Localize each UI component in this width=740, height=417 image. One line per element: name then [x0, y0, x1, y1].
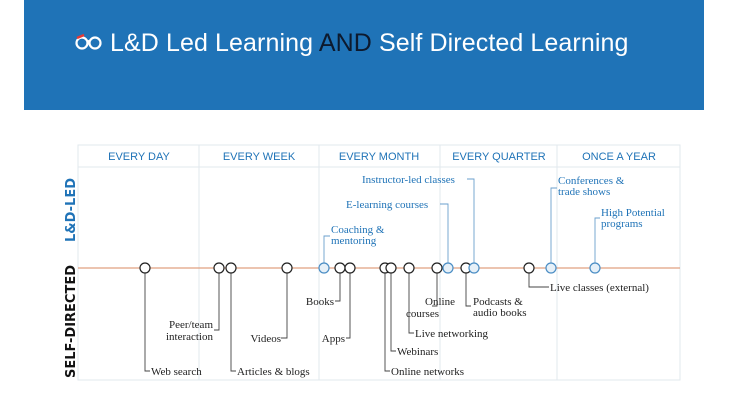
- node-videos: [281, 262, 293, 274]
- label-high-potential-1: High Potential: [601, 207, 665, 219]
- label-e-learning: E-learning courses: [346, 199, 428, 211]
- label-podcasts-2: audio books: [473, 307, 526, 319]
- node-conferences: [545, 262, 557, 274]
- label-live-classes: Live classes (external): [550, 282, 649, 294]
- row-label-ld-led: L&D-LED: [64, 178, 79, 242]
- label-coaching-2: mentoring: [331, 235, 377, 247]
- node-online-courses: [431, 262, 443, 274]
- node-high-potential: [589, 262, 601, 274]
- row-label-self-directed: SELF-DIRECTED: [64, 265, 79, 378]
- label-online-networks: Online networks: [391, 366, 464, 378]
- node-live-networking: [403, 262, 415, 274]
- node-peer-team: [213, 262, 225, 274]
- label-online-courses-2: courses: [406, 308, 439, 320]
- label-peer-team-1: Peer/team: [169, 319, 213, 331]
- header-every-week: EVERY WEEK: [223, 151, 296, 163]
- label-podcasts-1: Podcasts &: [473, 296, 523, 308]
- node-live-classes: [523, 262, 535, 274]
- label-peer-team-2: interaction: [166, 331, 214, 343]
- page-title: L&D Led Learning AND Self Directed Learn…: [110, 29, 629, 57]
- label-online-courses-1: Online: [425, 296, 455, 308]
- node-coaching: [318, 262, 330, 274]
- header-every-day: EVERY DAY: [108, 151, 170, 163]
- label-instructor-led: Instructor-led classes: [362, 174, 455, 186]
- timeline-nodes: [139, 262, 601, 274]
- node-apps: [344, 262, 356, 274]
- header-every-quarter: EVERY QUARTER: [452, 151, 546, 163]
- node-instructor-led: [468, 262, 480, 274]
- header-banner: [24, 0, 704, 110]
- grid: [77, 144, 681, 381]
- label-web-search: Web search: [151, 366, 202, 378]
- glasses-icon: [75, 33, 102, 50]
- label-webinars: Webinars: [397, 346, 438, 358]
- label-coaching-1: Coaching &: [331, 224, 385, 236]
- label-articles-blogs: Articles & blogs: [237, 366, 310, 378]
- label-apps: Apps: [322, 333, 345, 345]
- header-every-month: EVERY MONTH: [339, 151, 419, 163]
- node-web-search: [139, 262, 151, 274]
- label-conferences-2: trade shows: [558, 186, 610, 198]
- node-books: [334, 262, 346, 274]
- label-conferences-1: Conferences &: [558, 175, 625, 187]
- label-high-potential-2: programs: [601, 218, 643, 230]
- node-articles: [225, 262, 237, 274]
- node-webinars: [385, 262, 397, 274]
- label-live-networking: Live networking: [415, 328, 489, 340]
- label-books: Books: [306, 296, 334, 308]
- node-e-learning: [442, 262, 454, 274]
- label-videos: Videos: [250, 333, 281, 345]
- header-once-a-year: ONCE A YEAR: [582, 151, 656, 163]
